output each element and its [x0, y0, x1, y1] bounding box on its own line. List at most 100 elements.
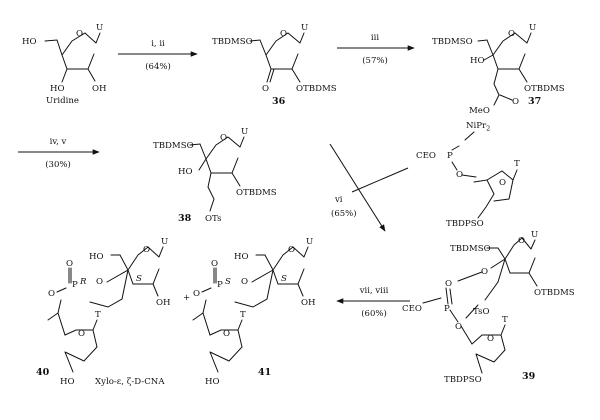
label-TBDPSO: TBDPSO [446, 219, 484, 229]
label-S: S [136, 274, 142, 284]
label-U: U [96, 23, 103, 33]
label-T: T [514, 159, 520, 169]
label-OTBDMS: OTBDMS [524, 84, 565, 94]
label-O: O [487, 334, 494, 344]
label-MeO: MeO [469, 106, 490, 116]
label-P: P [217, 280, 223, 290]
label-O: O [499, 178, 506, 188]
label-O: O [280, 29, 287, 39]
label-O: O [481, 267, 488, 277]
compound-37: 37 [528, 96, 541, 107]
label-O: O [143, 245, 150, 255]
reaction-arrow-step-1: i, ii (64%) [118, 39, 198, 72]
label-TBDMSO: TBDMSO [212, 37, 253, 47]
structure-40: O U HO OH S P O O R O O T HO 40 Xylo-ε, … [36, 237, 171, 387]
label-OH: OH [156, 298, 171, 308]
structure-37: O U TBDMSO HO OTBDMS O MeO 37 [432, 23, 565, 116]
label-O: O [518, 236, 525, 246]
label-HO: HO [60, 377, 75, 387]
compound-36: 36 [272, 96, 286, 107]
structure-39: O U TBDMSO O OTBDMS O P CEO TsO O O T TB… [402, 230, 575, 385]
label-OTBDMS: OTBDMS [236, 188, 277, 198]
yield-step-4: (65%) [331, 208, 357, 219]
label-TBDMSO: TBDMSO [432, 37, 473, 47]
reaction-arrow-step-3: iv, v (30%) [18, 137, 100, 170]
label-TBDMSO: TBDMSO [153, 141, 194, 151]
reagents-step-4: vi [334, 195, 343, 205]
label-OH: OH [301, 298, 316, 308]
structure-phosphoramidite: CEO P NiPr2 O O T TBDPSO [416, 121, 520, 229]
label-P: P [72, 280, 78, 290]
label-O: O [262, 84, 269, 94]
compound-38: 38 [178, 213, 192, 224]
label-U: U [529, 23, 536, 33]
label-CEO: CEO [416, 151, 436, 161]
reagents-step-5: vii, viii [359, 286, 389, 296]
label-O: O [223, 329, 230, 339]
label-U: U [241, 127, 248, 137]
label-NiPr2: NiPr2 [466, 121, 490, 133]
label-T: T [240, 310, 246, 320]
yield-step-5: (60%) [361, 308, 387, 319]
label-CEO: CEO [402, 304, 422, 314]
label-O: O [48, 289, 55, 299]
reaction-arrow-step-5: vii, viii (60%) [336, 286, 410, 319]
yield-step-3: (30%) [45, 159, 71, 170]
compound-41: 41 [258, 367, 271, 378]
yield-step-1: (64%) [145, 61, 171, 72]
label-OTBDMS: OTBDMS [534, 288, 575, 298]
label-U: U [301, 23, 308, 33]
label-R: R [79, 277, 87, 287]
label-OH: OH [92, 84, 107, 94]
label-HO: HO [50, 84, 65, 94]
label-HO: HO [234, 252, 249, 262]
label-O: O [455, 322, 462, 332]
label-HO: HO [470, 56, 485, 66]
label-OTs: OTs [205, 214, 222, 224]
label-O: O [456, 170, 463, 180]
label-O: O [508, 29, 515, 39]
label-TBDPSO: TBDPSO [444, 375, 482, 385]
label-T: T [502, 315, 508, 325]
compound-40: 40 [36, 367, 50, 378]
structure-41: O U HO OH S P O O S O O T HO 41 [192, 237, 316, 387]
label-O: O [220, 133, 227, 143]
label-HO: HO [178, 167, 193, 177]
plus-sign: + [183, 293, 190, 303]
structure-36: O U TBDMSO O OTBDMS 36 [212, 23, 337, 107]
label-HO: HO [89, 252, 104, 262]
label-HO: HO [22, 37, 37, 47]
label-O: O [211, 259, 218, 269]
label-O: O [241, 277, 248, 287]
reagents-step-3: iv, v [50, 137, 67, 147]
label-T: T [95, 310, 101, 320]
label-HO: HO [205, 377, 220, 387]
label-O: O [76, 29, 83, 39]
label-P: P [444, 304, 450, 314]
label-TBDMSO: TBDMSO [450, 244, 491, 254]
label-OTBDMS: OTBDMS [296, 84, 337, 94]
label-S: S [225, 277, 231, 287]
compound-39: 39 [522, 371, 536, 382]
label-O: O [288, 245, 295, 255]
structure-uridine: O U HO HO OH Uridine [22, 23, 107, 106]
label-TsO: TsO [473, 307, 490, 317]
yield-step-2: (57%) [362, 55, 388, 66]
label-U: U [161, 237, 168, 247]
label-U: U [531, 230, 538, 240]
label-O: O [78, 329, 85, 339]
reaction-arrow-step-4: vi (65%) [329, 143, 409, 232]
label-O: O [66, 259, 73, 269]
label-S: S [281, 274, 287, 284]
compound-uridine: Uridine [46, 96, 79, 106]
label-U: U [306, 237, 313, 247]
label-O: O [445, 279, 452, 289]
label-cna: Xylo-ε, ζ-D-CNA [95, 377, 165, 387]
label-O: O [96, 277, 103, 287]
label-O: O [512, 97, 519, 107]
label-P: P [447, 151, 453, 161]
reaction-arrow-step-2: iii (57%) [337, 33, 415, 66]
structure-38: O U TBDMSO HO OTBDMS OTs 38 [153, 127, 277, 224]
reagents-step-2: iii [371, 33, 379, 43]
